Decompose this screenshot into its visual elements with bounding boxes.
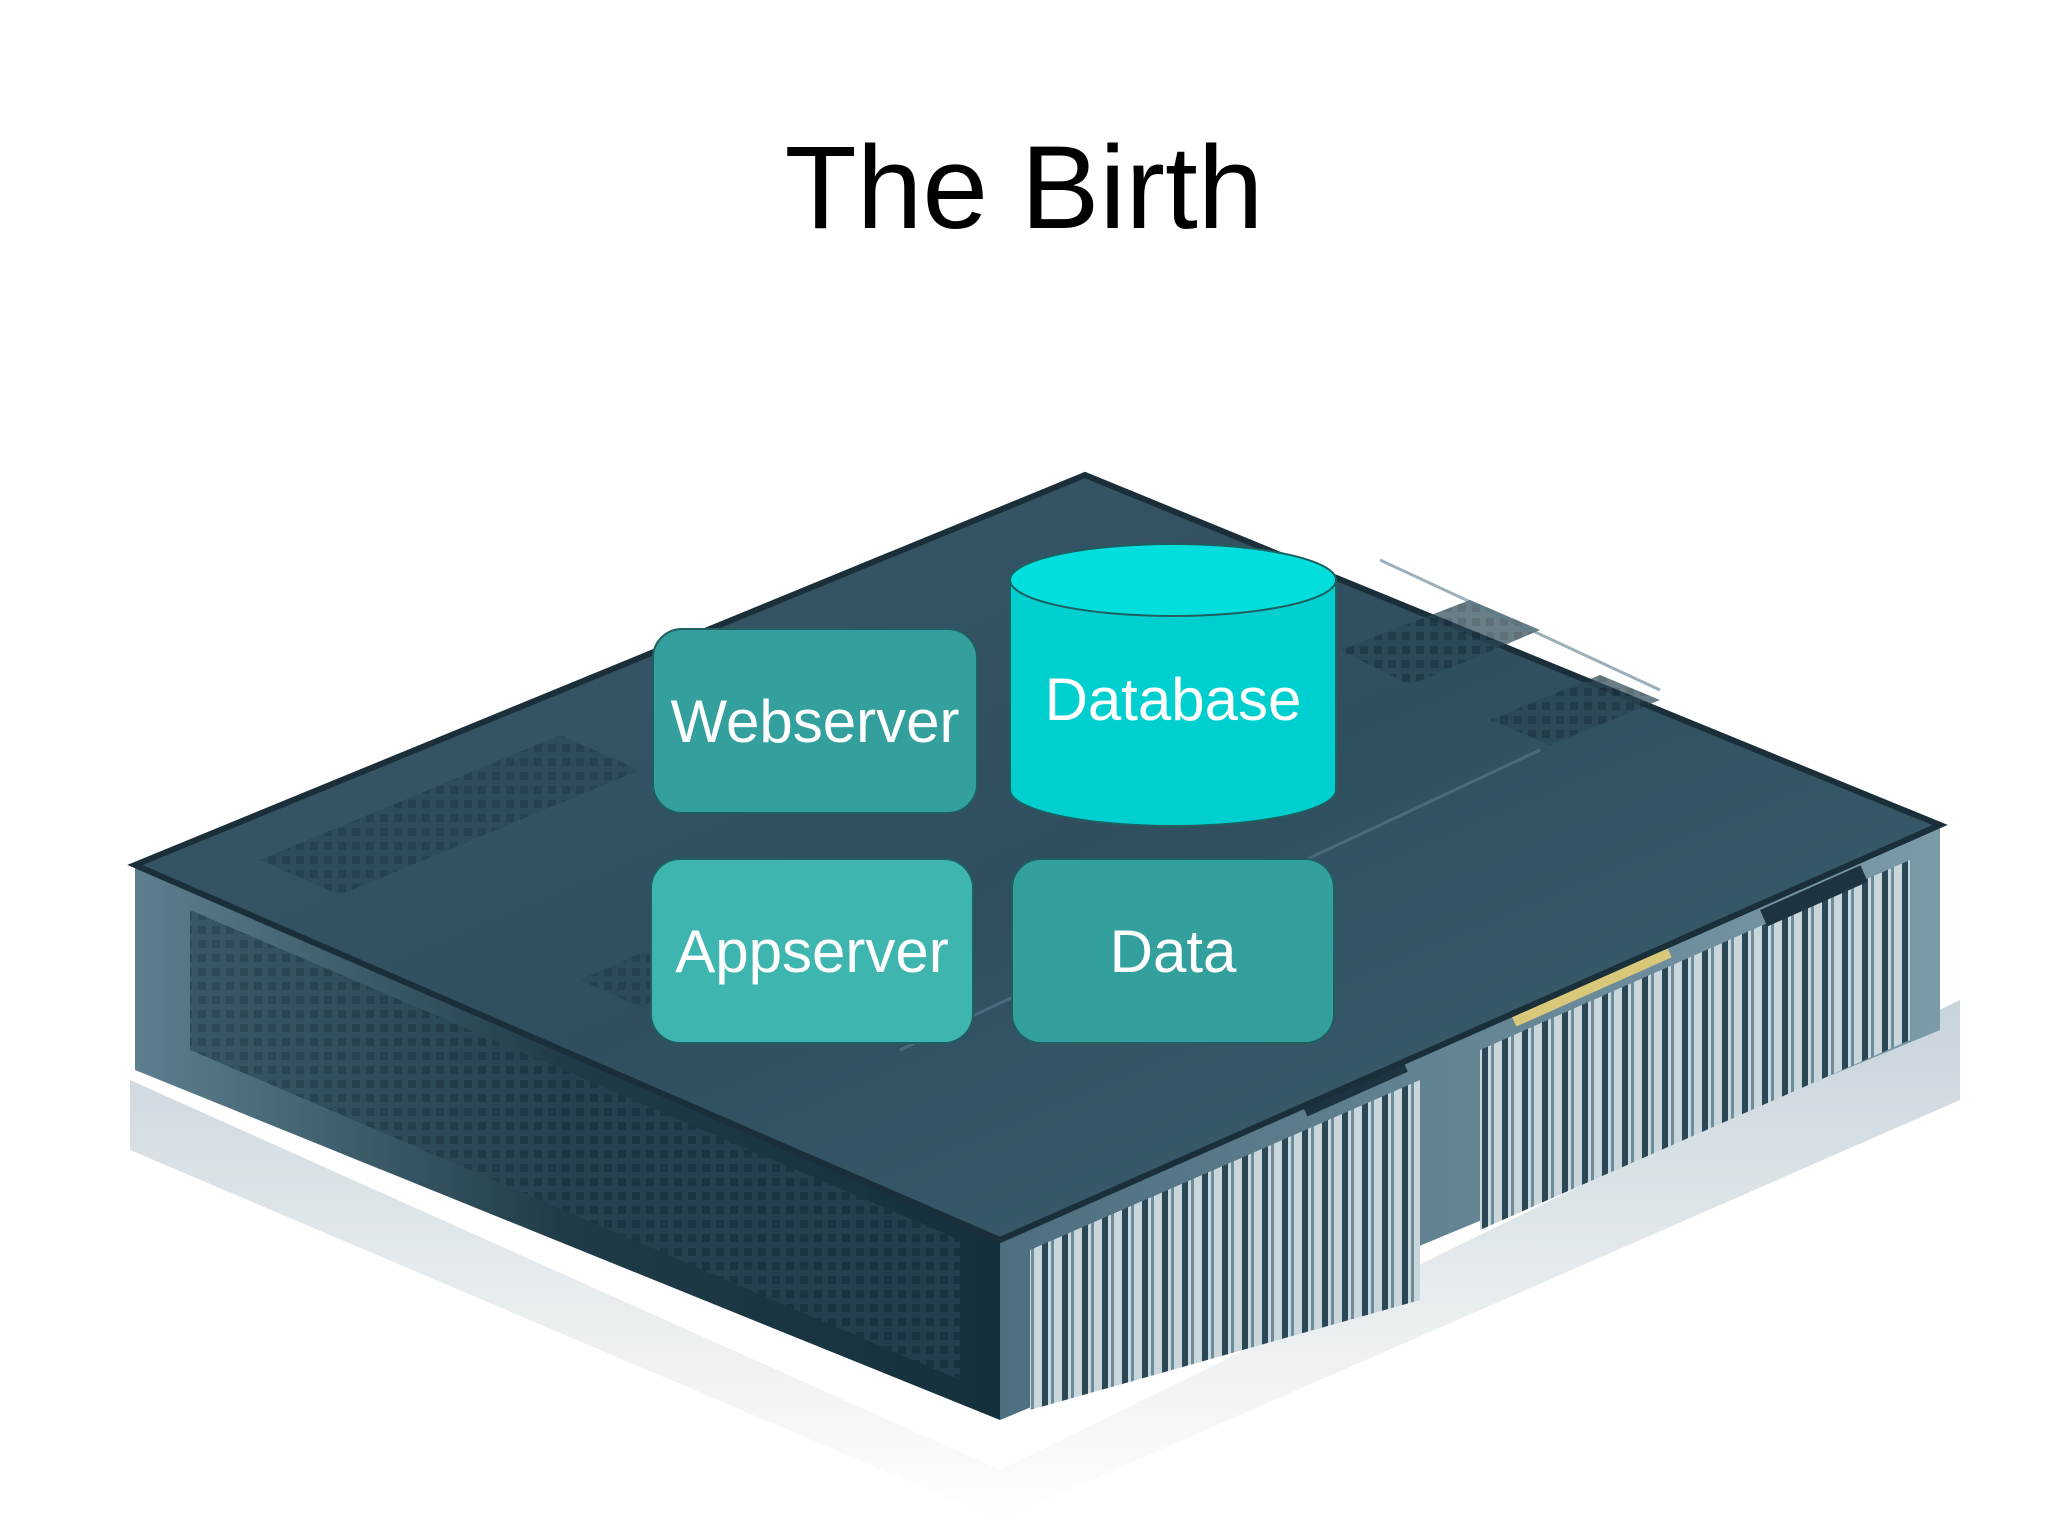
webserver-label: Webserver [670, 687, 960, 755]
data-box: Data [1011, 858, 1335, 1044]
data-label: Data [1109, 917, 1237, 985]
database-label: Database [1044, 666, 1302, 733]
server-shadow [130, 1000, 1960, 1520]
server-top-face [127, 471, 1948, 1244]
appserver-label: Appserver [675, 917, 949, 985]
webserver-box: Webserver [652, 628, 978, 814]
slide-title: The Birth [784, 122, 1264, 254]
database-cylinder [1009, 543, 1337, 827]
appserver-box: Appserver [650, 858, 974, 1044]
